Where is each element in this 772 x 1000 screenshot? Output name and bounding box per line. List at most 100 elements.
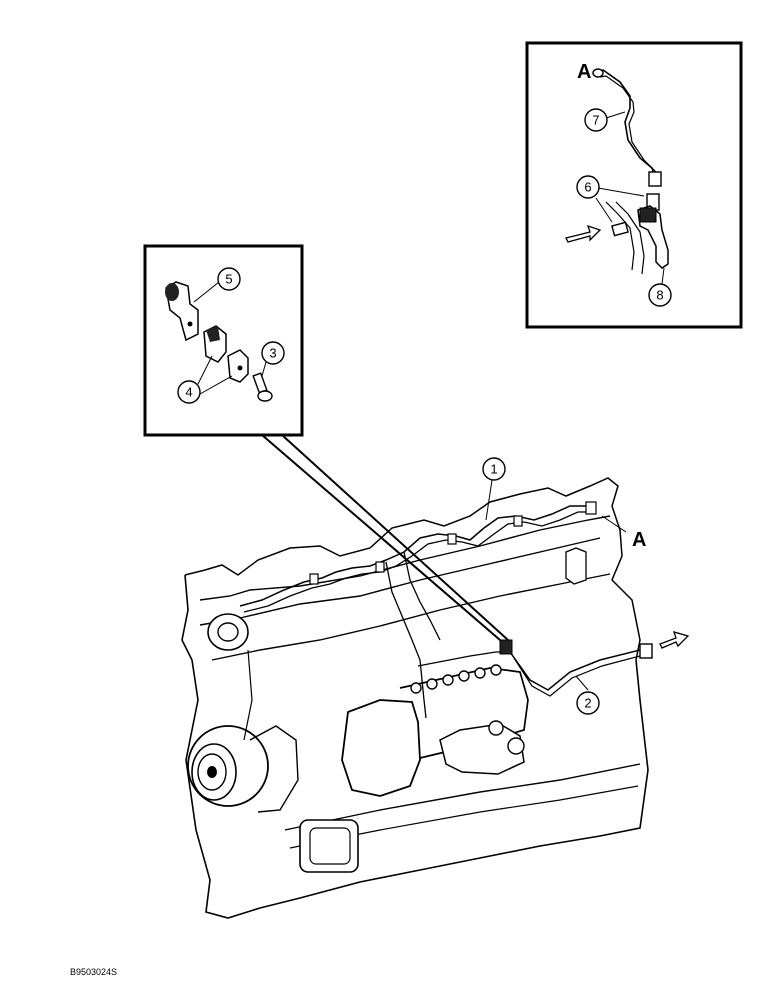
figure-code: B9503024S: [70, 967, 117, 977]
leader-1: [485, 479, 493, 521]
bracket-5-eye: [165, 283, 179, 301]
injection-pump-governor: [341, 699, 421, 797]
callout-2: 2: [576, 691, 600, 715]
bolt-3-shank: [252, 372, 268, 394]
leader-3: [261, 361, 267, 377]
callout-4: 4: [177, 380, 201, 404]
callout-3: 3: [261, 341, 285, 365]
clamp-half-lower-hole: [237, 365, 243, 371]
inset-clamp-frame: [143, 244, 304, 437]
pump-filter-fitting: [507, 737, 525, 755]
bracket-8-block: [639, 207, 657, 223]
leader-6b: [595, 197, 613, 223]
leader-5: [193, 281, 220, 303]
leader-4b: [199, 375, 233, 395]
callout-1-label: 1: [490, 462, 497, 477]
injector-nozzle-end: [585, 501, 597, 515]
engine-block-outline: [181, 574, 649, 919]
callout-5-label: 5: [225, 272, 232, 287]
injector-nozzle: [447, 533, 457, 545]
injector-nozzle: [309, 573, 319, 585]
fuel-line-2-shape: [509, 649, 641, 691]
inset-ref-letter-a: A: [577, 61, 591, 83]
oil-pan-rail: [284, 763, 641, 831]
callout-7-label: 7: [592, 113, 599, 128]
pipe-7-end-fitting: [592, 68, 604, 78]
turbo-outlet: [249, 725, 299, 813]
head-lug: [565, 547, 587, 585]
injector-nozzle: [375, 561, 385, 573]
pump-outlet-fitting: [474, 667, 486, 679]
engine-top-outline: [184, 477, 641, 661]
detail-inset-a: A: [525, 41, 743, 329]
side-cover-plate: [299, 819, 359, 873]
flow-arrow-right: [659, 631, 690, 649]
pump-outlet-fitting: [490, 664, 502, 676]
fitting-6-lower: [611, 221, 629, 237]
detail-inset-clamp: [143, 244, 304, 437]
manifold-flange: [207, 613, 249, 651]
pulley-hub: [207, 766, 217, 778]
pump-outlet-fittings: [410, 664, 502, 694]
clamp-half-lower: [227, 349, 249, 383]
callout-8-circle: [648, 283, 672, 307]
pump-line-3: [417, 651, 510, 667]
callout-5: 5: [217, 267, 241, 291]
pump-outlet-fitting: [426, 678, 438, 690]
pipe-7-shape-inner: [599, 75, 657, 173]
callout-7: 7: [584, 108, 608, 132]
fuel-line-2-end-nut: [639, 643, 653, 659]
clamp-half-upper-shade: [206, 326, 220, 342]
pump-outlet-fitting: [458, 670, 470, 682]
callout-5-circle: [217, 267, 241, 291]
inset-a-hose-shape-2: [615, 201, 645, 275]
engine-ref-letter-a: A: [632, 529, 646, 551]
engine-front-edge: [243, 649, 253, 741]
pump-outlet-fitting: [410, 682, 422, 694]
callout-4-circle: [177, 380, 201, 404]
callout-6: 6: [576, 175, 600, 199]
callout-3-circle: [261, 341, 285, 365]
pipe-7-nut: [648, 171, 662, 187]
pipe-clamp: [499, 639, 513, 655]
pump-lower-housing: [439, 723, 525, 775]
pump-lift-fitting: [488, 720, 504, 736]
bolt-3-head: [257, 390, 273, 402]
side-cover-inner: [309, 827, 351, 865]
callout-8-label: 8: [656, 288, 663, 303]
callout-2-label: 2: [584, 696, 591, 711]
inset-a-direction-arrow: [565, 224, 602, 243]
injector-nozzle: [513, 515, 523, 527]
leader-6a: [597, 187, 645, 197]
leader-a: [601, 515, 627, 533]
engine-assembly: A: [181, 477, 690, 919]
injector-lines-shape-2: [243, 511, 596, 613]
pump-outlet-fitting: [442, 674, 454, 686]
callout-6-label: 6: [584, 180, 591, 195]
callout-3-label: 3: [269, 346, 276, 361]
injector-nozzles: [309, 501, 597, 585]
callout-7-circle: [584, 108, 608, 132]
pipe-7-shape: [596, 69, 657, 181]
pulley-inner: [197, 753, 227, 791]
callout-2-circle: [576, 691, 600, 715]
bracket-5-hole: [187, 321, 193, 327]
callout-6-circle: [576, 175, 600, 199]
leader-7: [605, 111, 626, 119]
leader-4a: [197, 355, 213, 385]
inset-pointer-line-b: [281, 434, 509, 641]
manifold-flange-bore: [217, 622, 239, 642]
pump-line-1: [403, 551, 441, 641]
callout-8: 8: [648, 283, 672, 307]
fuel-line-2-shape-2: [513, 655, 641, 697]
callout-1-circle: [482, 457, 506, 481]
pump-line-2: [385, 561, 427, 719]
inset-a-hose-shape: [605, 201, 635, 271]
callout-1: 1: [482, 457, 506, 481]
manifold-upper-edge: [199, 537, 601, 626]
inset-a-frame: [525, 41, 743, 329]
leader-2: [575, 675, 589, 691]
callout-4-label: 4: [185, 385, 192, 400]
leader-8: [661, 267, 665, 285]
